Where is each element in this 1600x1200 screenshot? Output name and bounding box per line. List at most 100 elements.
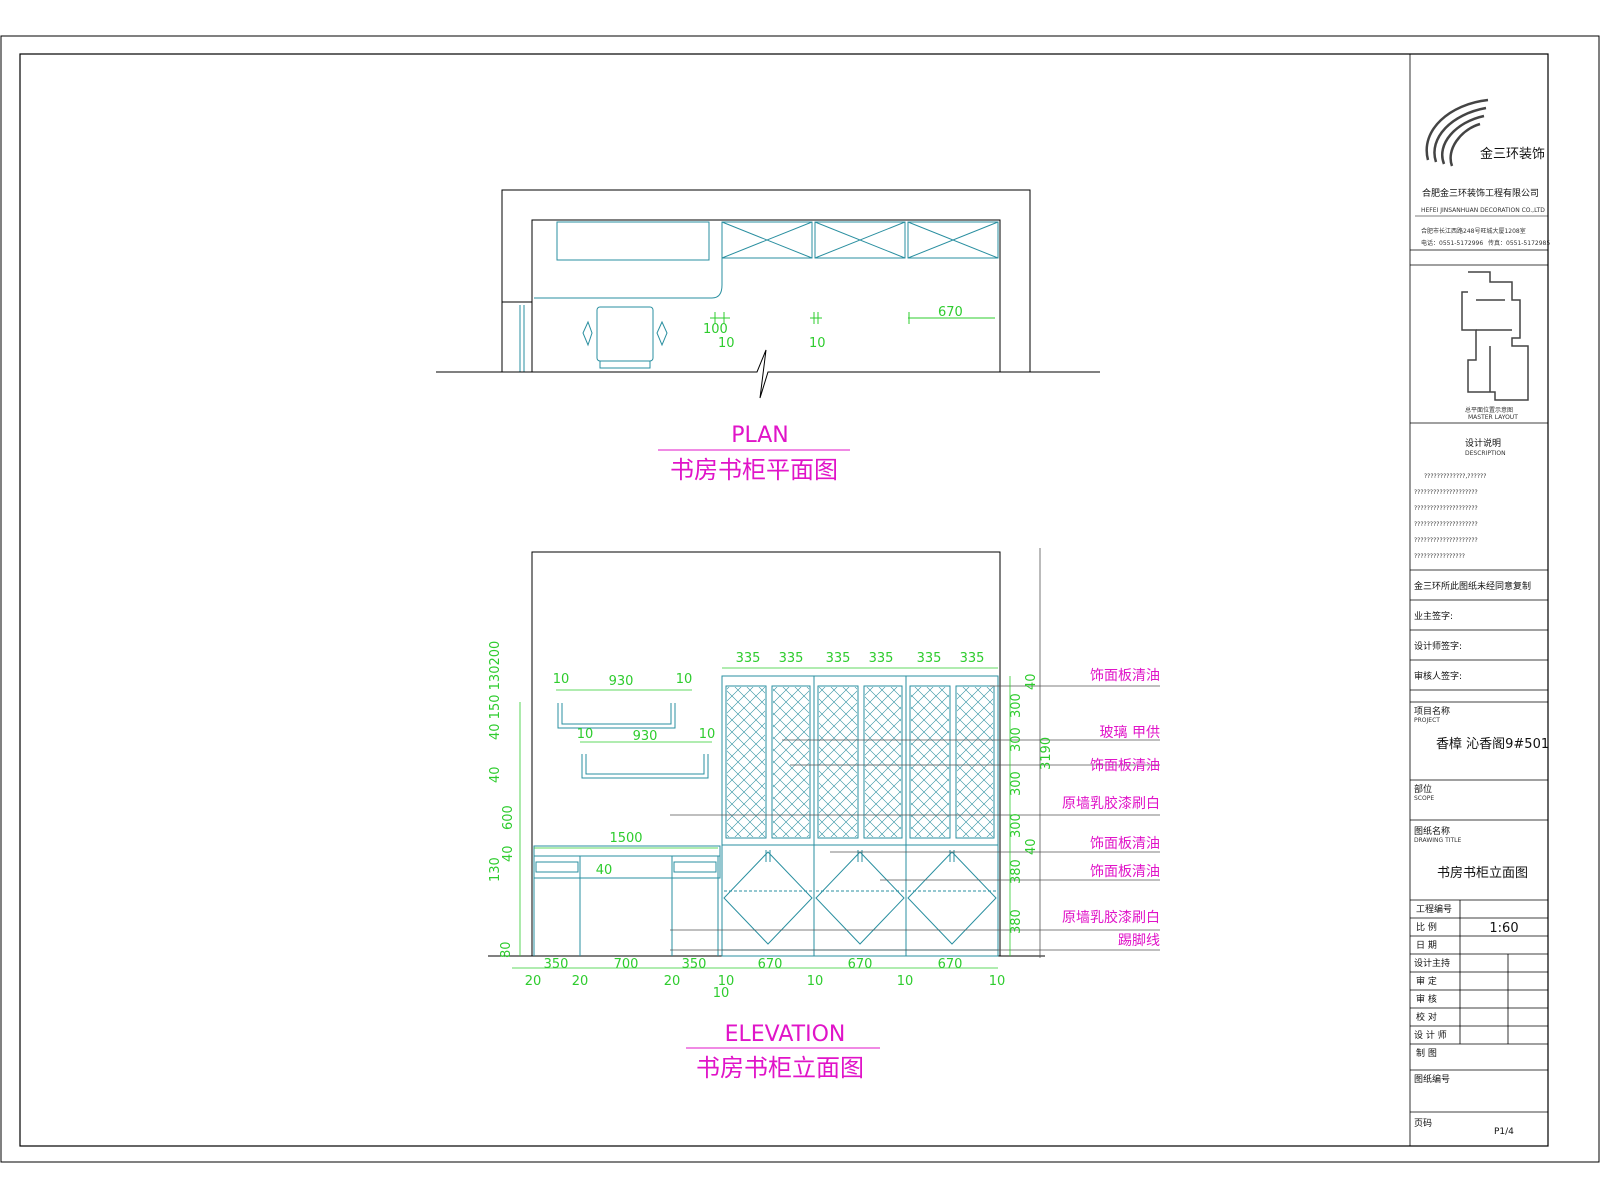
bottom-dim-5: 670	[848, 957, 873, 972]
desk-width-dim: 1500	[609, 831, 642, 846]
wall-shelf-lower	[581, 754, 709, 779]
notes-line-3: ????????????????????	[1414, 505, 1478, 512]
plan-dim-100: 100	[703, 322, 728, 337]
copyright-note: 金三环所此图纸未经同意复制	[1414, 580, 1531, 592]
shelf2-dim-right: 10	[699, 727, 716, 742]
elevation-title-cn: 书房书柜立面图	[696, 1054, 864, 1082]
bottom-small-1: 20	[525, 974, 542, 989]
elevation-dim-lines	[512, 667, 1011, 969]
left-dim-40b: 40	[501, 845, 516, 862]
left-dim-600: 600	[501, 805, 516, 830]
right-dim-300c: 300	[1009, 771, 1024, 796]
company-address: 合肥市长江西路248号旺城大厦1208室	[1421, 227, 1526, 235]
overall-height-dim: 3190	[1039, 737, 1054, 770]
plan-title-en: PLAN	[731, 423, 789, 448]
right-dim-380a: 380	[1009, 859, 1024, 884]
part-label: 部位	[1414, 783, 1432, 795]
row-drafter: 制 图	[1416, 1047, 1437, 1059]
bottom-small-3: 20	[664, 974, 681, 989]
key-plan-label: 总平面位置示意图	[1465, 406, 1513, 414]
plan-inner-wall	[531, 219, 1001, 372]
annotation-wall-paint-1: 原墙乳胶漆刷白	[1062, 795, 1160, 812]
notes-line-2: ????????????????????	[1414, 489, 1478, 496]
plan-view: 100 10 10 670 PLAN 书房书柜平面图	[436, 189, 1100, 484]
leader-lines	[670, 548, 1160, 958]
bottom-dim-4: 670	[758, 957, 783, 972]
plan-cabinets	[721, 221, 999, 259]
top-dim-6: 335	[960, 651, 985, 666]
right-dim-40a: 40	[1024, 673, 1039, 690]
elevation-title-en: ELEVATION	[725, 1022, 846, 1047]
annotation-skirting: 踢脚线	[1118, 933, 1160, 949]
part-en: SCOPE	[1414, 795, 1434, 802]
plan-outer-wall	[501, 189, 1031, 372]
plan-dim-10b: 10	[809, 336, 826, 351]
elevation-view: 饰面板清油 玻璃 甲供 饰面板清油 原墙乳胶漆刷白 饰面板清油 饰面板清油 原墙…	[488, 548, 1160, 1082]
wall-shelf-upper	[557, 703, 676, 729]
row-review: 审 核	[1416, 993, 1437, 1005]
bottom-small-6: 10	[807, 974, 824, 989]
project-en: PROJECT	[1414, 717, 1440, 724]
sheet-value: P1/4	[1494, 1127, 1514, 1137]
plan-dim-670: 670	[938, 305, 963, 320]
bottom-dim-1: 350	[544, 957, 569, 972]
company-name-en: HEFEI JINSANHUAN DECORATION CO.,LTD	[1421, 207, 1545, 214]
right-dim-40b: 40	[1024, 838, 1039, 855]
glass-lattice	[727, 687, 993, 837]
drawing-name: 书房书柜立面图	[1437, 865, 1528, 881]
shelf2-dim-left: 10	[577, 727, 594, 742]
scale-value: 1:60	[1489, 921, 1518, 936]
logo-text: 金三环装饰	[1480, 146, 1545, 162]
bottom-dim-2: 700	[614, 957, 639, 972]
inner-border	[19, 53, 1549, 1147]
designer-signature-label: 设计师签字:	[1414, 640, 1462, 652]
left-dim-80: 80	[499, 941, 514, 958]
wall-shelf-lower-inner	[585, 754, 705, 775]
shelf1-dim-right: 10	[676, 672, 693, 687]
plan-desk-outline	[534, 222, 723, 299]
elevation-desk	[533, 845, 721, 956]
wall-shelf-upper-inner	[561, 703, 672, 725]
top-dim-3: 335	[826, 651, 851, 666]
row-date: 日 期	[1416, 940, 1437, 951]
top-dim-2: 335	[779, 651, 804, 666]
project-name: 香樟 沁香阁9#501	[1436, 737, 1549, 752]
desk-side-dim: 40	[596, 863, 613, 878]
left-dim-40a: 40	[488, 766, 503, 783]
top-dim-5: 335	[917, 651, 942, 666]
left-dim-130: 130	[488, 857, 503, 882]
annotation-veneer-3: 饰面板清油	[1090, 836, 1160, 852]
plan-desk-top	[556, 221, 710, 261]
row-approve: 审 定	[1416, 975, 1437, 987]
row-project-no: 工程编号	[1416, 903, 1452, 915]
shelf2-dim-width: 930	[633, 729, 658, 744]
right-dim-300b: 300	[1009, 727, 1024, 752]
drawing-en: DRAWING TITLE	[1414, 837, 1462, 844]
drawing-no-label: 图纸编号	[1414, 1073, 1450, 1085]
elevation-wall-outline	[531, 551, 1001, 956]
top-dim-1: 335	[736, 651, 761, 666]
title-block	[1409, 53, 1549, 1147]
notes-line-5: ????????????????????	[1414, 537, 1478, 544]
row-check: 校 对	[1416, 1011, 1437, 1023]
company-phone: 电话：0551-5172996	[1421, 239, 1483, 247]
shelf1-dim-width: 930	[609, 674, 634, 689]
key-plan-en: MASTER LAYOUT	[1468, 414, 1518, 421]
top-dim-4: 335	[869, 651, 894, 666]
owner-signature-label: 业主签字:	[1414, 610, 1453, 622]
sheet-label: 页码	[1414, 1118, 1432, 1129]
notes-line-6: ????????????????	[1414, 553, 1465, 560]
key-plan-icon	[1461, 271, 1529, 401]
notes-label: 设计说明	[1465, 437, 1501, 449]
company-name-cn: 合肥金三环装饰工程有限公司	[1422, 187, 1539, 199]
annotation-veneer-4: 饰面板清油	[1090, 864, 1160, 880]
drawing-label: 图纸名称	[1414, 825, 1450, 837]
plan-break-line	[436, 349, 1100, 399]
right-dim-300a: 300	[1009, 693, 1024, 718]
row-designer: 设 计 师	[1414, 1029, 1447, 1041]
project-label: 项目名称	[1414, 705, 1450, 717]
bottom-small-7: 10	[897, 974, 914, 989]
left-dims-upper: 40 150 130200	[488, 641, 503, 740]
outer-border	[0, 35, 1600, 1163]
